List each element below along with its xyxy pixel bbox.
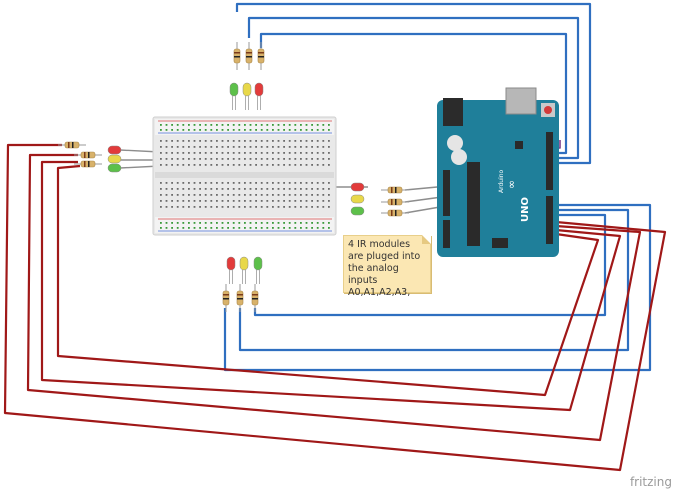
resistor-left-1 <box>58 141 86 149</box>
resistor-right-2 <box>381 198 409 206</box>
led-right-red <box>350 182 365 192</box>
led-top-yellow <box>242 82 252 110</box>
annotation-note: 4 IR modules are pluged into the analog … <box>343 235 431 298</box>
wire-blue-top-3 <box>259 32 568 155</box>
wires <box>3 2 667 472</box>
led-right-green <box>350 206 365 216</box>
wire-blue-bottom-1 <box>223 203 652 372</box>
resistor-bottom-2 <box>236 284 244 312</box>
leds <box>107 82 365 284</box>
wire-blue-bottom-3 <box>253 213 607 317</box>
wire-red-2 <box>26 153 642 442</box>
led-right-yellow <box>350 194 365 204</box>
resistor-right-1 <box>381 186 409 194</box>
led-bottom-yellow <box>239 256 249 284</box>
wire-red-4 <box>56 164 600 397</box>
resistors <box>58 42 409 312</box>
resistor-right-3 <box>381 209 409 217</box>
resistor-left-3 <box>74 160 102 168</box>
resistor-top-3 <box>257 42 265 70</box>
led-bottom-red <box>226 256 236 284</box>
wire-blue-bottom-2 <box>238 208 630 352</box>
wire-blue-top-1 <box>235 2 592 165</box>
board-logo-infinity: ∞ <box>505 180 518 189</box>
breadboard <box>152 116 337 236</box>
resistor-left-2 <box>74 151 102 159</box>
resistor-bottom-1 <box>222 284 230 312</box>
led-left-yellow <box>107 154 122 164</box>
resistor-top-2 <box>245 42 253 70</box>
resistor-bottom-3 <box>251 284 259 312</box>
led-left-red <box>107 145 122 155</box>
arduino-uno-board: ∞ UNO Arduino <box>437 87 559 257</box>
led-bottom-green <box>253 256 263 284</box>
annotation-note-text: 4 IR modules are pluged into the analog … <box>348 239 421 298</box>
resistor-top-1 <box>233 42 241 70</box>
led-left-green <box>107 163 122 173</box>
fritzing-watermark: fritzing <box>629 475 672 489</box>
wire-blue-top-2 <box>247 16 580 160</box>
board-subtitle: Arduino <box>498 169 505 193</box>
led-top-green <box>229 82 239 110</box>
board-name: UNO <box>520 197 531 222</box>
led-top-red <box>254 82 264 110</box>
wire-red-3 <box>40 160 622 412</box>
wire-red-1 <box>3 143 667 472</box>
